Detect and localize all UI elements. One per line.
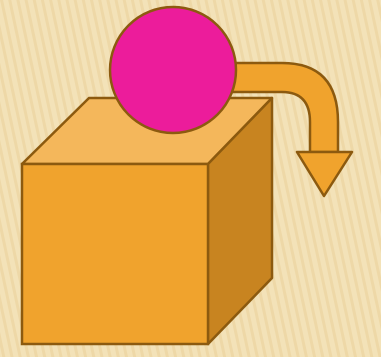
pink-ball [110, 7, 236, 133]
cube-front-face [22, 164, 208, 344]
cube [22, 98, 272, 344]
